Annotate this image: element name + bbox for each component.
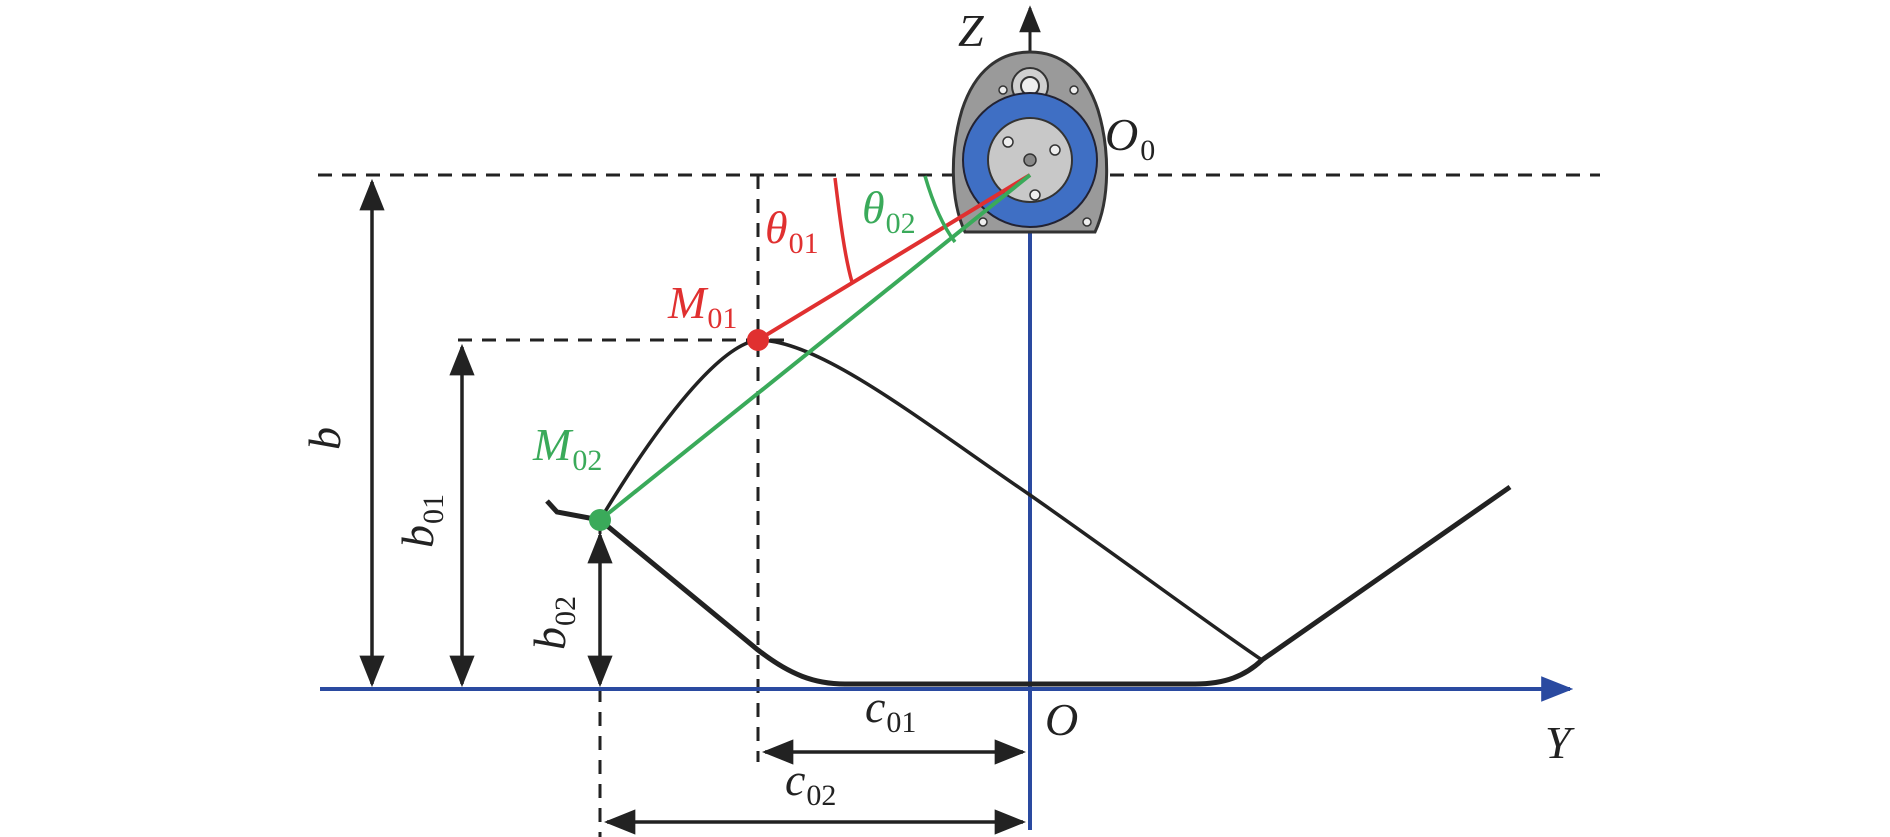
m02-point bbox=[589, 509, 611, 531]
upper-profile-curve bbox=[598, 338, 1263, 662]
theta01-arc bbox=[833, 177, 854, 283]
y-axis-label: Y bbox=[1545, 717, 1575, 768]
c02-label: c02 bbox=[785, 754, 836, 812]
m02-label: M02 bbox=[532, 419, 602, 477]
b02-label: b02 bbox=[524, 596, 582, 650]
lower-profile-curve bbox=[545, 484, 1512, 687]
theta01-label: θ01 bbox=[765, 202, 819, 260]
origin-label: O bbox=[1045, 694, 1078, 745]
c01-label: c01 bbox=[865, 681, 916, 739]
b-label: b bbox=[299, 427, 350, 450]
m01-ray bbox=[756, 173, 1032, 342]
b01-label: b01 bbox=[392, 494, 450, 548]
o0-label: O0 bbox=[1105, 109, 1155, 167]
theta02-label: θ02 bbox=[862, 182, 916, 240]
z-axis-label: Z bbox=[958, 5, 984, 56]
m01-point bbox=[747, 329, 769, 351]
device-icon bbox=[951, 50, 1109, 234]
m01-label: M01 bbox=[667, 277, 737, 335]
m02-ray bbox=[598, 173, 1032, 522]
theta02-arc bbox=[923, 175, 957, 244]
